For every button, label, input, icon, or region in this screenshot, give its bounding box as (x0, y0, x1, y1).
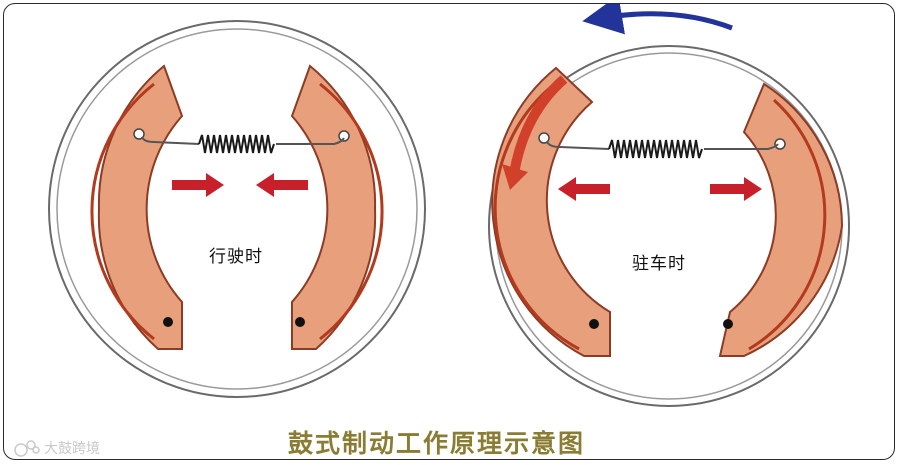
parking-right-spring-hole (774, 138, 786, 150)
right-drum-label: 驻车时 (632, 254, 686, 274)
left-shoe-pivot-pin (163, 317, 173, 327)
left-inward-arrow (172, 173, 224, 197)
right-shoe-pivot-pin (295, 317, 305, 327)
left-drum-left-shoe (90, 64, 184, 350)
diagram-caption: 鼓式制动工作原理示意图 (288, 429, 586, 458)
parking-left-spring-hole (538, 132, 550, 144)
watermark: 大鼓跨境 (14, 438, 100, 458)
watermark-text: 大鼓跨境 (44, 441, 100, 457)
drum-rotation-arrow (582, 4, 733, 35)
left-brake-drum (48, 20, 426, 398)
left-drum-label: 行驶时 (209, 247, 263, 267)
shoe-rotation-arrow-head (502, 164, 528, 190)
drum-brake-diagram (48, 4, 850, 407)
left-drum-outer-ring (48, 20, 426, 398)
right-outward-arrow (710, 177, 762, 201)
left-drum-right-shoe (290, 64, 384, 350)
right-drum-left-shoe (491, 66, 611, 357)
image-frame: 行驶时 驻车时 鼓式制动工作原理示意图 大鼓跨境 (3, 3, 895, 460)
right-shoe-spring-hole (338, 130, 350, 142)
parking-left-pivot-pin (589, 319, 599, 329)
left-drum-inner-ring (56, 28, 418, 390)
parking-right-pivot-pin (723, 319, 733, 329)
left-outward-arrow (558, 177, 610, 201)
right-drum-right-shoe (718, 82, 844, 357)
left-shoe-spring-hole (133, 128, 145, 140)
right-inward-arrow (256, 173, 308, 197)
left-drum-return-spring (141, 134, 345, 154)
watermark-logo-icon (14, 439, 40, 457)
right-drum-outer-ring (488, 45, 850, 407)
right-drum-return-spring (546, 139, 779, 159)
right-brake-drum (488, 4, 850, 407)
